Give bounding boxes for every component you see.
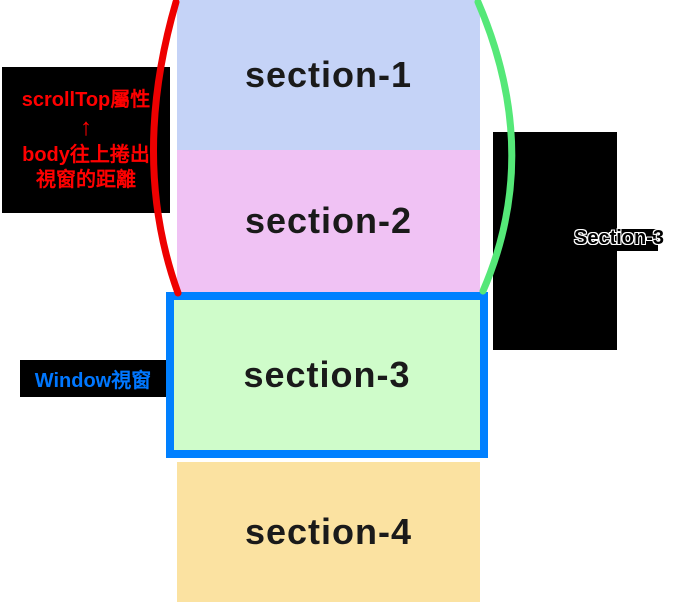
up-arrow-icon: ↑ xyxy=(80,113,92,141)
section-2-label: section-2 xyxy=(244,200,413,241)
scrolltop-callout-line3: 視窗的距離 xyxy=(36,168,136,191)
scrolltop-callout: scrollTop屬性 ↑ body往上捲出 視窗的距離 xyxy=(2,67,170,213)
right-callout-label: Section-3 xyxy=(574,227,665,249)
section-1-label: section-1 xyxy=(244,54,413,95)
scrolltop-callout-line2: body往上捲出 xyxy=(22,143,150,166)
section-4-label: section-4 xyxy=(244,511,413,552)
window-label-text: Window視窗 xyxy=(34,370,152,392)
right-callout-strip xyxy=(617,229,658,251)
window-viewport-box: section-3 xyxy=(166,292,488,458)
section-3-label: section-3 xyxy=(243,354,411,395)
section-2-block: section-2 xyxy=(177,150,480,292)
section-4-block: section-4 xyxy=(177,462,480,602)
window-label: Window視窗 xyxy=(20,360,166,397)
scrolltop-callout-title: scrollTop屬性 xyxy=(21,88,151,111)
section-1-block: section-1 xyxy=(177,0,480,150)
